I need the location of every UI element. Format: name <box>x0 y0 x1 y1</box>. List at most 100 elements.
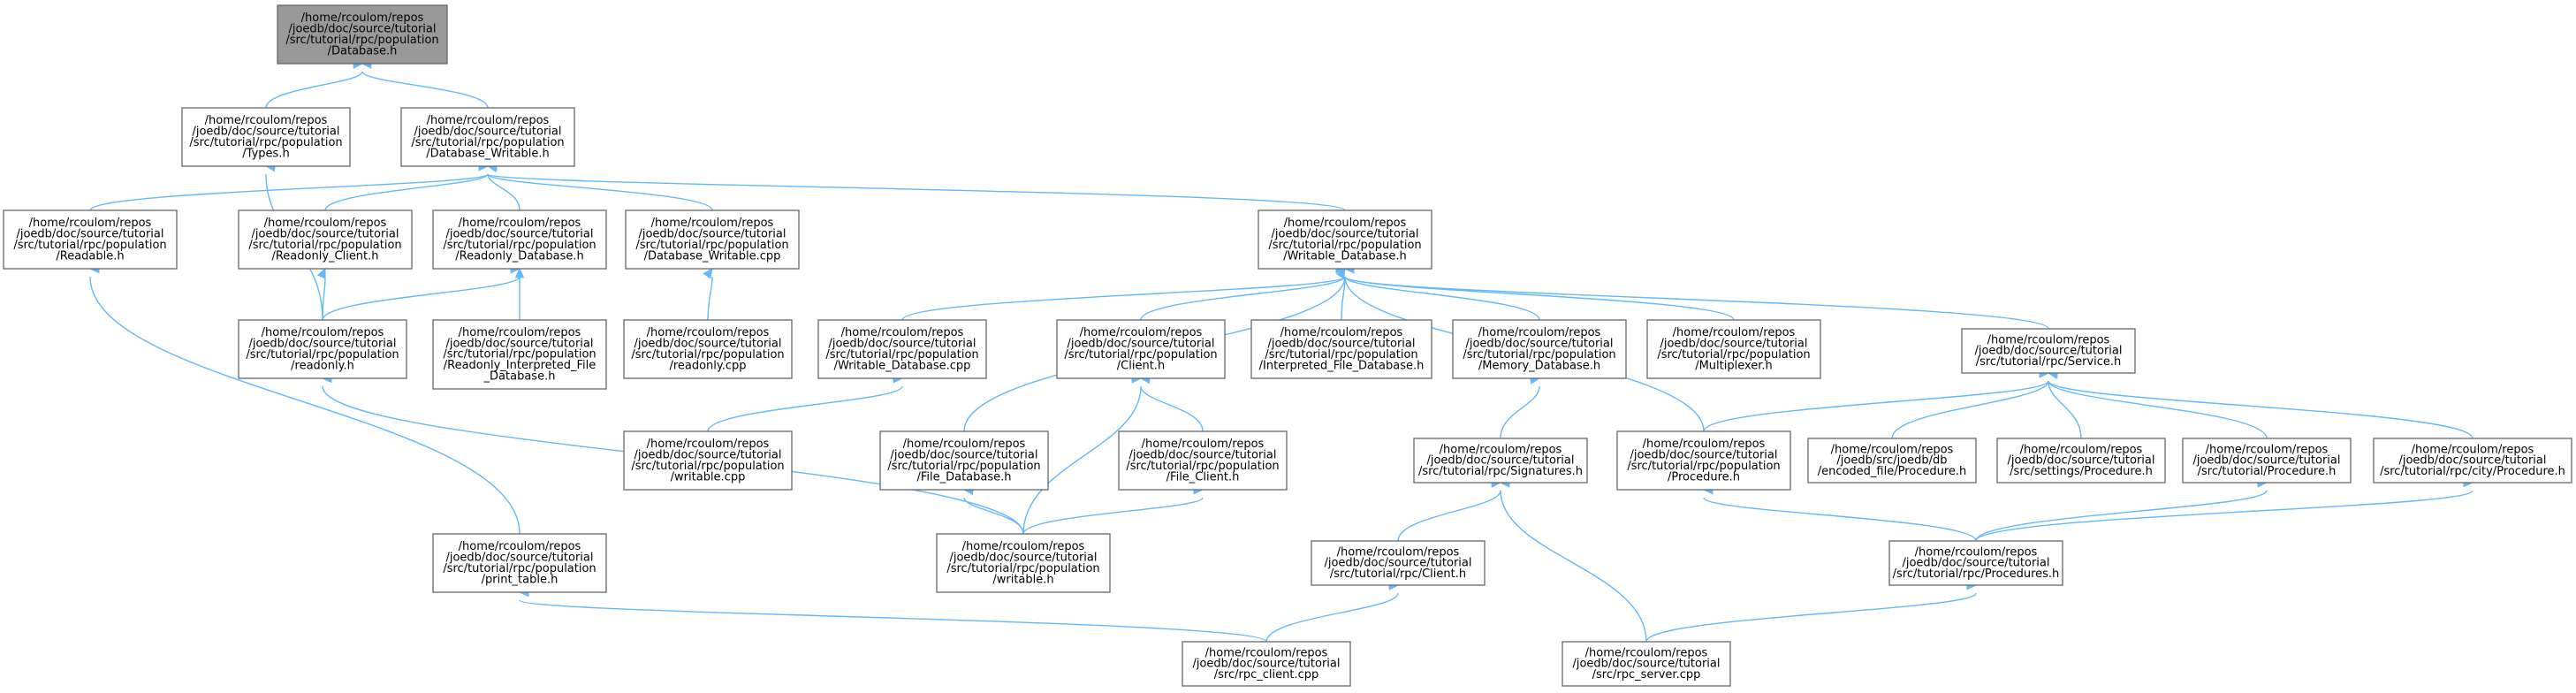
graph-edge <box>1343 263 1735 321</box>
node-box <box>625 209 800 270</box>
node-label-line: /joedb/doc/source/tutorial <box>445 552 593 565</box>
graph-node-writable-database-h[interactable]: /home/rcoulom/repos/joedb/doc/source/tut… <box>1258 209 1432 270</box>
node-label-line: /src/tutorial/rpc/population <box>411 136 564 149</box>
node-label-line: /home/rcoulom/repos <box>1673 326 1796 339</box>
node-box <box>1996 438 2166 484</box>
node-label-line: /src/tutorial/rpc/Signatures.h <box>1418 465 1583 478</box>
graph-node-rpc-client-cpp[interactable]: /home/rcoulom/repos/joedb/doc/source/tut… <box>1182 641 1351 687</box>
node-label-line: /joedb/doc/source/tutorial <box>1902 557 2049 570</box>
graph-edge <box>1139 374 1204 432</box>
graph-node-writable-cpp[interactable]: /home/rcoulom/repos/joedb/doc/source/tut… <box>623 430 793 491</box>
graph-node-writable-h[interactable]: /home/rcoulom/repos/joedb/doc/source/tut… <box>936 533 1111 593</box>
graph-edge <box>1702 484 1977 542</box>
node-box <box>1258 209 1432 270</box>
graph-edge <box>1645 580 1978 643</box>
node-label-line: /File_Client.h <box>1166 470 1240 484</box>
node-label-line: /encoded_file/Procedure.h <box>1818 465 1967 478</box>
node-label-line: /src/tutorial/rpc/population <box>825 348 978 362</box>
graph-node-file-database-h[interactable]: /home/rcoulom/repos/joedb/doc/source/tut… <box>879 430 1049 491</box>
node-label-line: /writable.h <box>992 573 1053 586</box>
node-label-line: /joedb/doc/source/tutorial <box>16 228 163 241</box>
graph-node-multiplexer-h[interactable]: /home/rcoulom/repos/joedb/doc/source/tut… <box>1646 319 1821 379</box>
node-label-line: /joedb/doc/source/tutorial <box>1267 338 1415 351</box>
graph-node-readonly-database-h[interactable]: /home/rcoulom/repos/joedb/doc/source/tut… <box>432 209 607 270</box>
edge-line <box>1975 490 2473 542</box>
graph-node-file-client-h[interactable]: /home/rcoulom/repos/joedb/doc/source/tut… <box>1118 430 1288 491</box>
node-label-line: /readonly.h <box>291 359 354 372</box>
node-label-line: /Interpreted_File_Database.h <box>1259 359 1425 372</box>
node-label-line: /home/rcoulom/repos <box>2412 443 2534 456</box>
node-label-line: /joedb/doc/source/tutorial <box>445 337 593 350</box>
node-label-line: /src/tutorial/rpc/population <box>248 239 401 252</box>
graph-node-encoded-procedure-h[interactable]: /home/rcoulom/repos/joedb/src/joedb/db/e… <box>1807 438 1977 484</box>
node-label-line: /Writable_Database.cpp <box>834 359 971 372</box>
graph-node-readonly-client-h[interactable]: /home/rcoulom/repos/joedb/doc/source/tut… <box>238 209 413 270</box>
graph-node-rpc-server-cpp[interactable]: /home/rcoulom/repos/joedb/doc/source/tut… <box>1562 641 1731 687</box>
graph-edge <box>88 263 521 535</box>
arrowhead <box>316 267 326 279</box>
node-label-line: /home/rcoulom/repos <box>1915 545 2038 559</box>
node-label-line: /home/rcoulom/repos <box>647 438 770 451</box>
graph-node-memory-database-h[interactable]: /home/rcoulom/repos/joedb/doc/source/tut… <box>1452 319 1627 379</box>
edge-line <box>1344 276 2049 330</box>
edge-line <box>1140 385 1204 432</box>
graph-node-readable-h[interactable]: /home/rcoulom/repos/joedb/doc/source/tut… <box>3 209 178 270</box>
node-box <box>1056 319 1226 379</box>
node-label-line: /Multiplexer.h <box>1695 359 1773 372</box>
graph-node-signatures-h[interactable]: /home/rcoulom/repos/joedb/doc/source/tut… <box>1413 438 1588 484</box>
graph-edge <box>1500 375 1541 439</box>
graph-edge <box>316 267 326 321</box>
node-label-line: /src/tutorial/rpc/population <box>13 239 166 252</box>
node-box <box>3 209 178 270</box>
graph-edge <box>486 163 521 211</box>
graph-edge <box>1975 477 2474 542</box>
graph-node-city-procedure-h[interactable]: /home/rcoulom/repos/joedb/doc/source/tut… <box>2373 438 2572 484</box>
node-label-line: /joedb/doc/source/tutorial <box>2398 454 2546 468</box>
graph-node-readonly-interpreted-h[interactable]: /home/rcoulom/repos/joedb/doc/source/tut… <box>432 319 607 390</box>
node-label-line: /joedb/doc/source/tutorial <box>2192 454 2340 468</box>
node-label-line: /home/rcoulom/repos <box>459 540 581 553</box>
graph-node-print-table-h[interactable]: /home/rcoulom/repos/joedb/doc/source/tut… <box>432 533 607 593</box>
node-label-line: _Database.h <box>483 370 556 384</box>
graph-node-procedure-pop-h[interactable]: /home/rcoulom/repos/joedb/doc/source/tut… <box>1616 430 1791 491</box>
edge-line <box>89 173 489 211</box>
node-label-line: /src/tutorial/rpc/population <box>1627 460 1780 473</box>
edge-line <box>487 173 521 211</box>
node-label-line: /home/rcoulom/repos <box>427 114 550 127</box>
graph-node-client-h[interactable]: /home/rcoulom/repos/joedb/doc/source/tut… <box>1056 319 1226 379</box>
edge-line <box>361 71 489 109</box>
node-box <box>1562 641 1731 687</box>
node-label-line: /Readonly_Client.h <box>271 249 378 263</box>
node-label-line: /joedb/doc/source/tutorial <box>890 449 1037 462</box>
graph-node-database-writable-cpp[interactable]: /home/rcoulom/repos/joedb/doc/source/tut… <box>625 209 800 270</box>
graph-node-database-h[interactable]: /home/rcoulom/repos/joedb/doc/source/tut… <box>277 4 448 65</box>
node-label-line: /home/rcoulom/repos <box>29 217 152 230</box>
graph-node-database-writable-h[interactable]: /home/rcoulom/repos/joedb/doc/source/tut… <box>400 107 575 167</box>
node-label-line: /src/tutorial/rpc/population <box>443 562 596 575</box>
graph-node-rpc-client-h[interactable]: /home/rcoulom/repos/joedb/doc/source/tut… <box>1311 540 1486 586</box>
graph-node-procedures-h[interactable]: /home/rcoulom/repos/joedb/doc/source/tut… <box>1888 540 2063 586</box>
node-box <box>2182 438 2352 484</box>
node-label-line: /home/rcoulom/repos <box>841 326 964 339</box>
edge-line <box>89 276 521 535</box>
graph-node-interpreted-file-database-h[interactable]: /home/rcoulom/repos/joedb/doc/source/tut… <box>1250 319 1432 379</box>
node-label-line: /joedb/doc/source/tutorial <box>1324 557 1471 570</box>
graph-node-readonly-h[interactable]: /home/rcoulom/repos/joedb/doc/source/tut… <box>238 319 407 379</box>
graph-node-settings-procedure-h[interactable]: /home/rcoulom/repos/joedb/doc/source/tut… <box>1996 438 2166 484</box>
graph-node-tutorial-procedure-h[interactable]: /home/rcoulom/repos/joedb/doc/source/tut… <box>2182 438 2352 484</box>
node-label-line: /Readable.h <box>56 249 124 263</box>
node-label-line: /home/rcoulom/repos <box>459 217 581 230</box>
edge-line <box>1645 592 1977 643</box>
graph-edge <box>1397 478 1502 542</box>
graph-node-types-h[interactable]: /home/rcoulom/repos/joedb/doc/source/tut… <box>181 107 351 167</box>
graph-edge <box>486 162 713 211</box>
graph-node-writable-database-cpp[interactable]: /home/rcoulom/repos/joedb/doc/source/tut… <box>817 319 987 379</box>
edge-line <box>2048 380 2082 439</box>
node-label-line: /home/rcoulom/repos <box>1080 326 1203 339</box>
graph-node-readonly-cpp[interactable]: /home/rcoulom/repos/joedb/doc/source/tut… <box>623 319 793 379</box>
node-label-line: /src/tutorial/rpc/population <box>1657 348 1810 362</box>
node-box <box>181 107 351 167</box>
graph-node-service-h[interactable]: /home/rcoulom/repos/joedb/doc/source/tut… <box>1961 328 2136 374</box>
edge-line <box>1265 592 1399 643</box>
node-label-line: /Readonly_Interpreted_File <box>444 359 596 372</box>
